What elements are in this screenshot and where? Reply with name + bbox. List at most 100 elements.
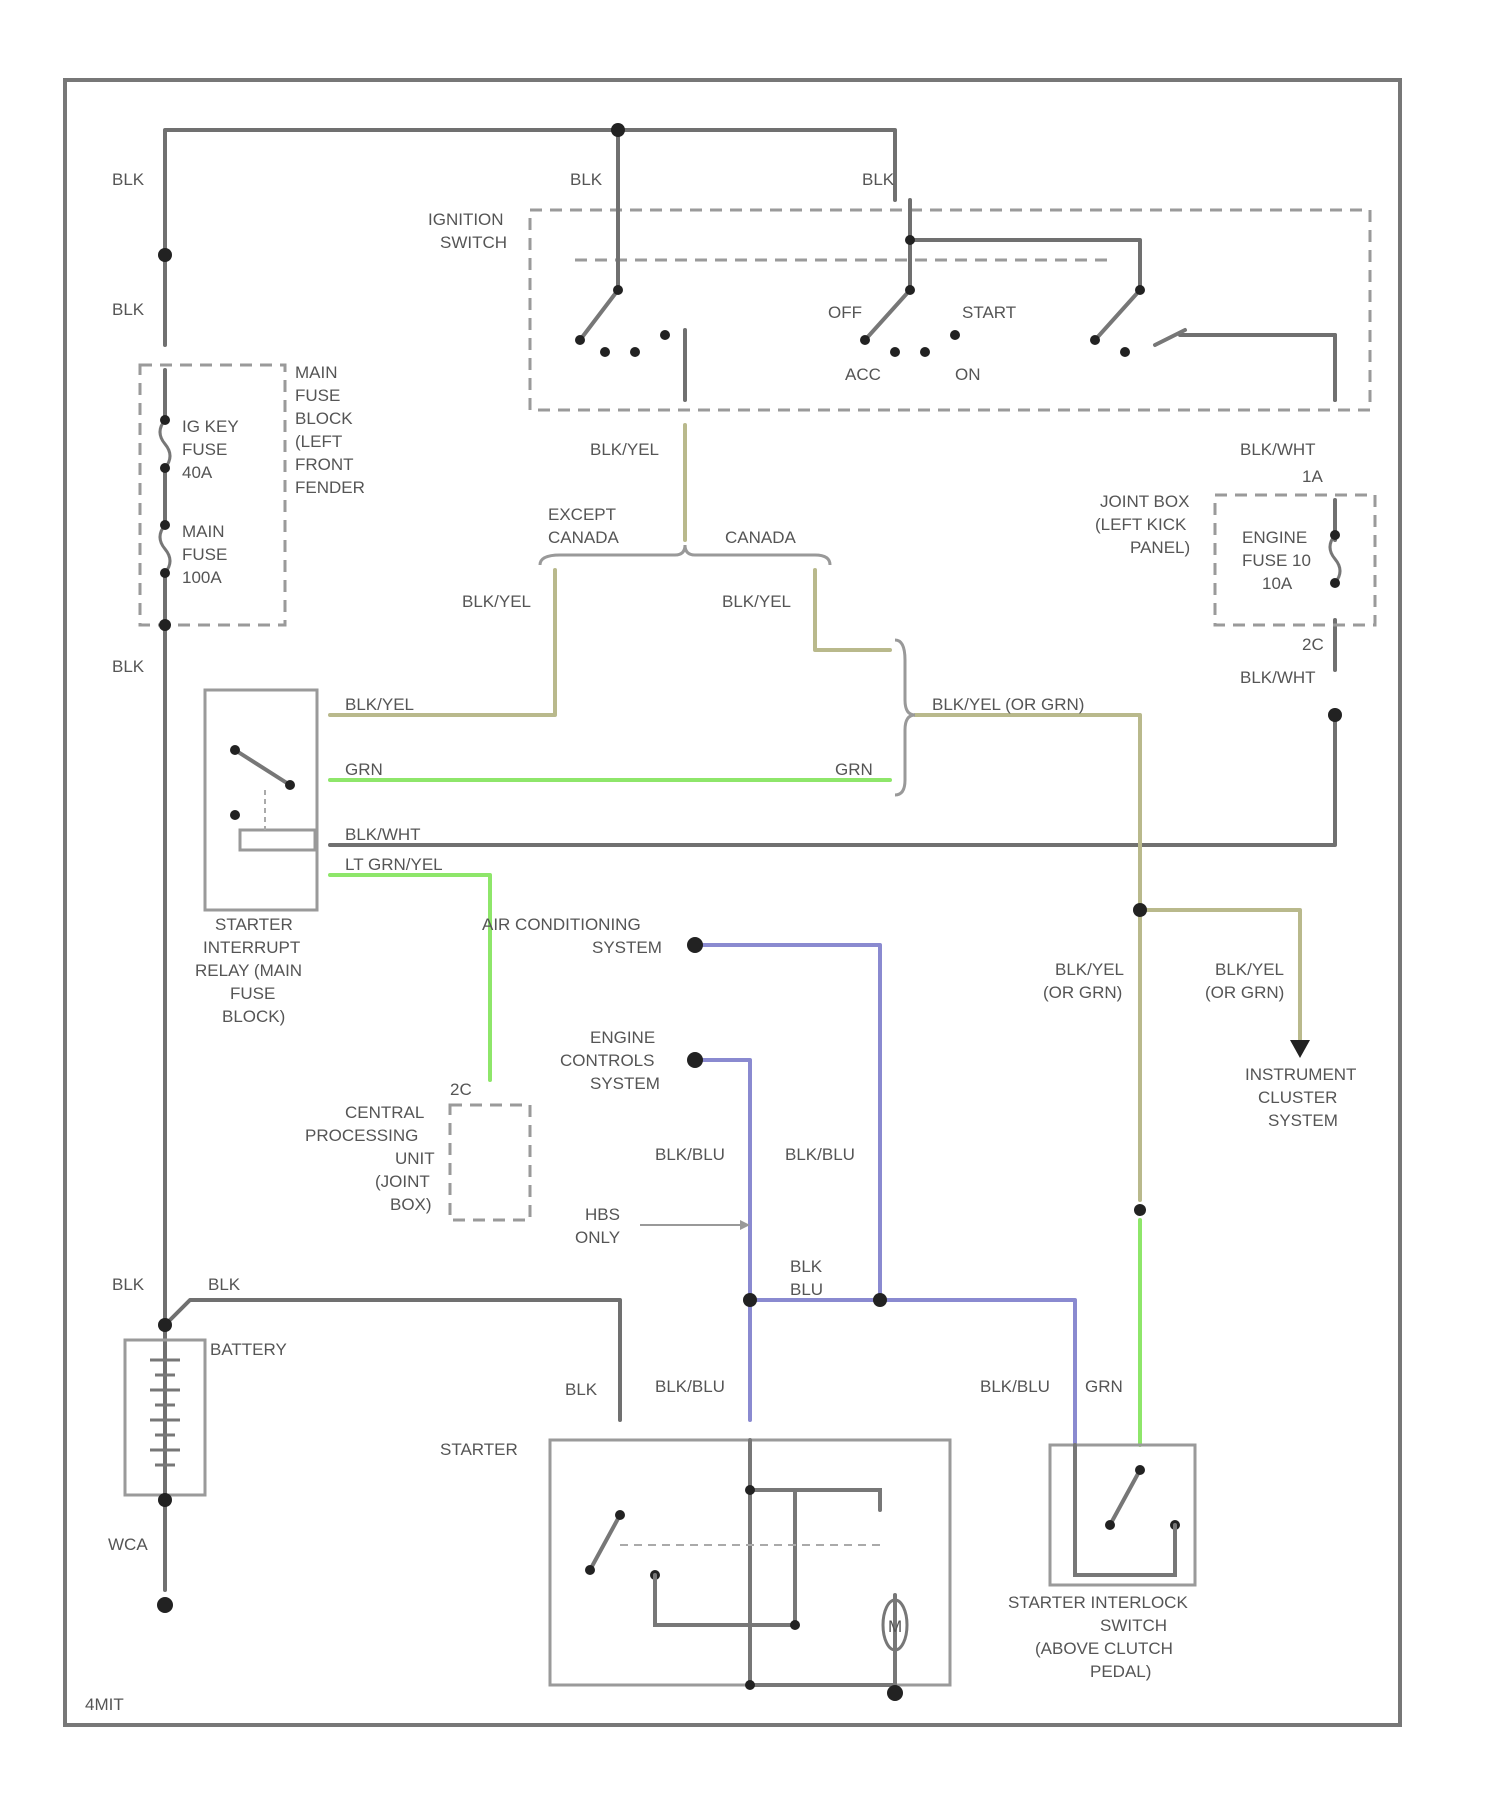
label-main-fuse-block-3: BLOCK — [295, 409, 353, 428]
label-engine-controls-1: ENGINE — [590, 1028, 655, 1047]
label-blk-yel-relay: BLK/YEL — [345, 695, 414, 714]
label-grn-right: GRN — [835, 760, 873, 779]
label-pin-1a: 1A — [1302, 467, 1323, 486]
label-except-canada-2: CANADA — [548, 528, 620, 547]
label-main-fuse-block-4: (LEFT — [295, 432, 342, 451]
label-pin-2c-cpu: 2C — [450, 1080, 472, 1099]
label-blk-yel-or-grn3-1: BLK/YEL — [1215, 960, 1284, 979]
label-blk-yel-or-grn2-1: BLK/YEL — [1055, 960, 1124, 979]
label-blk-yel-right: BLK/YEL — [722, 592, 791, 611]
blue-wires — [695, 945, 1075, 1445]
main-fuse-symbol — [160, 525, 170, 573]
label-main-fuse-block-2: FUSE — [295, 386, 340, 405]
label-engine-fuse-3: 10A — [1262, 574, 1293, 593]
label-battery: BATTERY — [210, 1340, 287, 1359]
label-except-canada-1: EXCEPT — [548, 505, 616, 524]
figure-code: 4MIT — [85, 1695, 124, 1714]
label-ac-system-1: AIR CONDITIONING — [482, 915, 641, 934]
label-starter-interlock-3: (ABOVE CLUTCH — [1035, 1639, 1173, 1658]
label-blk-ign1: BLK — [570, 170, 603, 189]
label-lt-grn-yel: LT GRN/YEL — [345, 855, 443, 874]
label-blk-blu-2: BLK/BLU — [785, 1145, 855, 1164]
label-engine-fuse-1: ENGINE — [1242, 528, 1307, 547]
label-ig-key-1: IG KEY — [182, 417, 239, 436]
label-blk-wht-relay: BLK/WHT — [345, 825, 421, 844]
label-blk-topleft: BLK — [112, 170, 145, 189]
starter-interrupt-relay-box — [205, 690, 317, 910]
label-blk-yel-or-grn3-2: (OR GRN) — [1205, 983, 1284, 1002]
label-engine-controls-2: CONTROLS — [560, 1051, 654, 1070]
label-blk-wht-top: BLK/WHT — [1240, 440, 1316, 459]
label-hbs-only-1: HBS — [585, 1205, 620, 1224]
label-blk-yel-left: BLK/YEL — [462, 592, 531, 611]
label-starter-relay-3: RELAY (MAIN — [195, 961, 302, 980]
label-blk-blu-4: BLK/BLU — [980, 1377, 1050, 1396]
label-cpu-2: PROCESSING — [305, 1126, 418, 1145]
instrument-arrow — [1290, 1040, 1310, 1058]
label-cpu-1: CENTRAL — [345, 1103, 424, 1122]
label-cpu-4: (JOINT — [375, 1172, 430, 1191]
label-ig-key-3: 40A — [182, 463, 213, 482]
label-starter-interlock-4: PEDAL) — [1090, 1662, 1151, 1681]
label-off: OFF — [828, 303, 862, 322]
label-instrument-cluster-2: CLUSTER — [1258, 1088, 1337, 1107]
label-blk-yel-or-grn2-2: (OR GRN) — [1043, 983, 1122, 1002]
label-cpu-3: UNIT — [395, 1149, 435, 1168]
engine-fuse-symbol — [1330, 535, 1340, 583]
label-starter: STARTER — [440, 1440, 518, 1459]
label-starter-interlock-1: STARTER INTERLOCK — [1008, 1593, 1188, 1612]
diagram-frame — [65, 80, 1400, 1725]
label-blk-wht-mid: BLK/WHT — [1240, 668, 1316, 687]
label-wca: WCA — [108, 1535, 148, 1554]
label-pin-2c: 2C — [1302, 635, 1324, 654]
label-blk-bat: BLK — [208, 1275, 241, 1294]
label-starter-relay-4: FUSE — [230, 984, 275, 1003]
label-joint-box-1: JOINT BOX — [1100, 492, 1189, 511]
label-blk-left3: BLK — [112, 657, 145, 676]
label-main-fuse-1: MAIN — [182, 522, 225, 541]
label-blk-blu-3: BLK/BLU — [655, 1377, 725, 1396]
label-main-fuse-block-1: MAIN — [295, 363, 338, 382]
label-blk-starter: BLK — [565, 1380, 598, 1399]
label-grn-bottom: GRN — [1085, 1377, 1123, 1396]
label-starter-interlock-2: SWITCH — [1100, 1616, 1167, 1635]
label-starter-relay-1: STARTER — [215, 915, 293, 934]
canada-brace — [540, 545, 830, 565]
label-blk-yel-or-grn: BLK/YEL (OR GRN) — [932, 695, 1084, 714]
label-engine-controls-3: SYSTEM — [590, 1074, 660, 1093]
label-canada: CANADA — [725, 528, 797, 547]
label-blk-blu-mid-2: BLU — [790, 1280, 823, 1299]
label-ig-key-2: FUSE — [182, 440, 227, 459]
label-start: START — [962, 303, 1016, 322]
label-main-fuse-block-6: FENDER — [295, 478, 365, 497]
label-on: ON — [955, 365, 981, 384]
label-main-fuse-3: 100A — [182, 568, 222, 587]
label-instrument-cluster-1: INSTRUMENT — [1245, 1065, 1356, 1084]
label-ignition-switch-1: IGNITION — [428, 210, 504, 229]
label-blk-yel-top: BLK/YEL — [590, 440, 659, 459]
cpu-box — [450, 1105, 530, 1220]
label-m: M — [888, 1617, 902, 1636]
label-starter-relay-2: INTERRUPT — [203, 938, 300, 957]
label-cpu-5: BOX) — [390, 1195, 432, 1214]
label-grn-relay: GRN — [345, 760, 383, 779]
label-instrument-cluster-3: SYSTEM — [1268, 1111, 1338, 1130]
label-ignition-switch-2: SWITCH — [440, 233, 507, 252]
label-main-fuse-block-5: FRONT — [295, 455, 354, 474]
label-joint-box-3: PANEL) — [1130, 538, 1190, 557]
label-blk-left2: BLK — [112, 300, 145, 319]
label-engine-fuse-2: FUSE 10 — [1242, 551, 1311, 570]
relay-brace — [895, 640, 915, 795]
label-blk-blu-mid-1: BLK — [790, 1257, 823, 1276]
label-main-fuse-2: FUSE — [182, 545, 227, 564]
label-starter-relay-5: BLOCK) — [222, 1007, 285, 1026]
label-hbs-only-2: ONLY — [575, 1228, 620, 1247]
label-ac-system-2: SYSTEM — [592, 938, 662, 957]
label-blk-left4: BLK — [112, 1275, 145, 1294]
label-blk-ign2: BLK — [862, 170, 895, 189]
ig-key-fuse-symbol — [160, 420, 170, 468]
label-blk-blu-1: BLK/BLU — [655, 1145, 725, 1164]
label-acc: ACC — [845, 365, 881, 384]
label-joint-box-2: (LEFT KICK — [1095, 515, 1187, 534]
